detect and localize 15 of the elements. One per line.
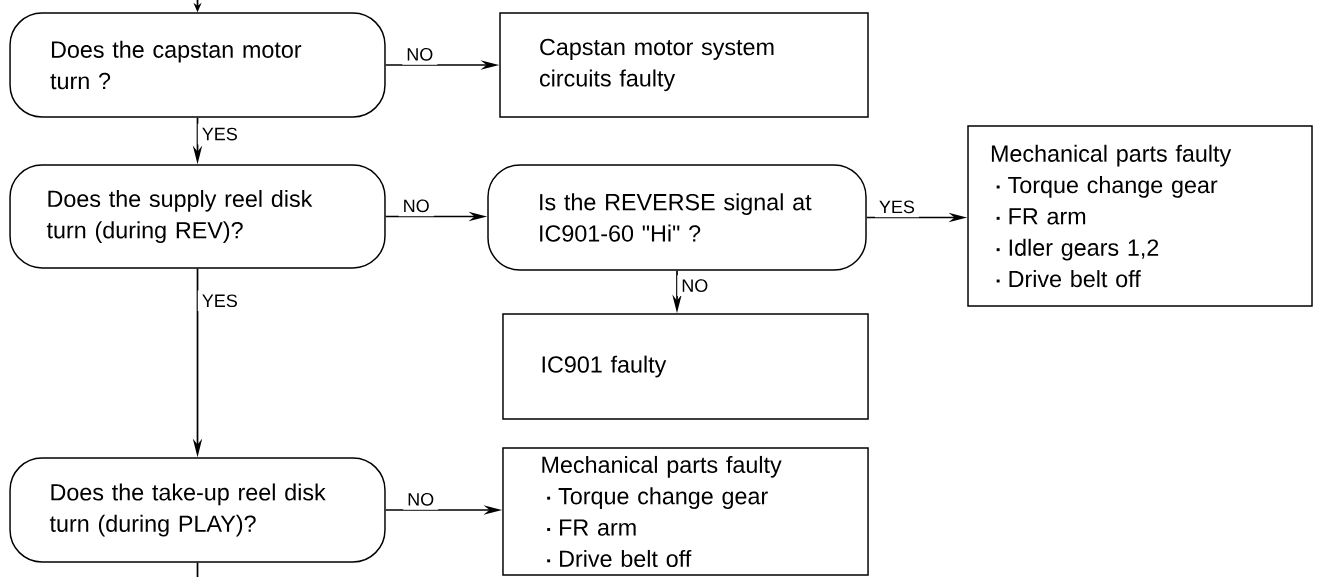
result-box: IC901 faulty <box>502 313 869 420</box>
edge-label: NO <box>402 44 438 65</box>
edge-label: YES <box>197 290 242 312</box>
result-box: Mechanical parts faulty Torque change gear FR arm Idler gears 1,2 Drive belt off <box>967 125 1313 307</box>
result-box: Mechanical parts faulty Torque change gear FR arm Drive belt off <box>502 447 869 576</box>
edge-label: NO <box>403 489 439 510</box>
edge-label: NO <box>398 195 434 217</box>
decision-box: Does the take-up reel disk turn (during PLAY)? <box>9 457 386 563</box>
result-box: Capstan motor system circuits faulty <box>499 12 869 118</box>
decision-box: Does the supply reel disk turn (during REV)? <box>9 164 386 269</box>
edge-label: NO <box>677 275 713 296</box>
edge-label: YES <box>197 123 242 145</box>
decision-box: Is the REVERSE signal at IC901-60 "Hi" ? <box>487 164 867 271</box>
decision-box: Does the capstan motor turn ? <box>9 12 386 118</box>
edge-label: YES <box>874 196 919 218</box>
